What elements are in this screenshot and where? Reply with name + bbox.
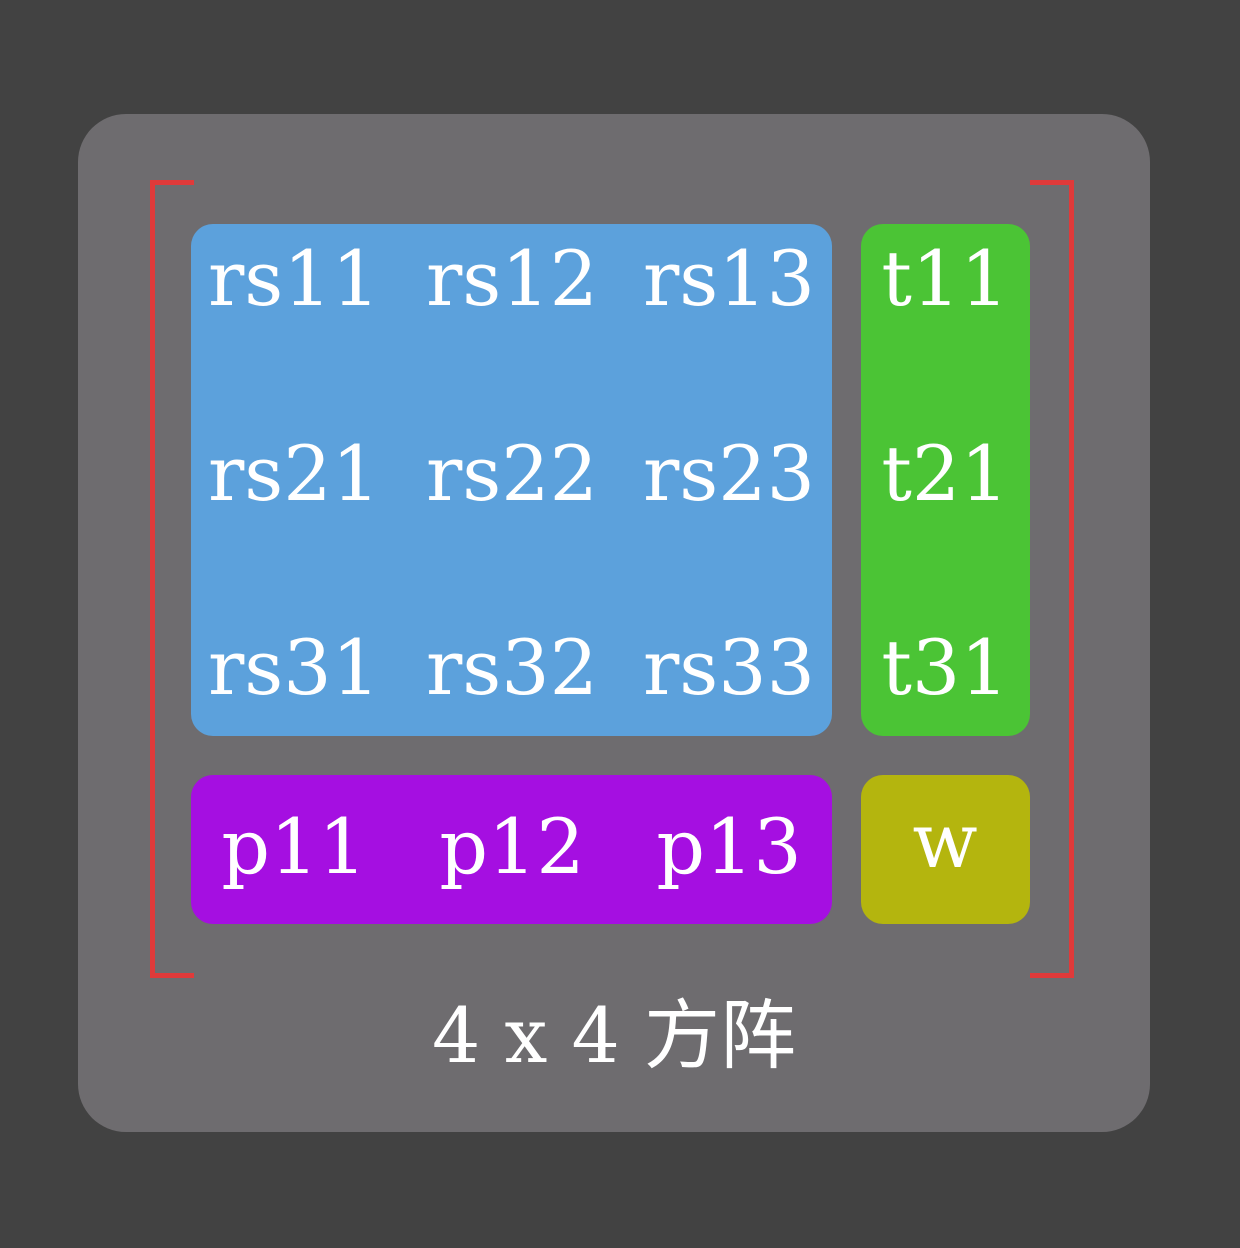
- matrix-cell-p13: p13: [656, 802, 802, 891]
- matrix-cell-rs13: rs13: [642, 234, 816, 323]
- matrix-cell-rs21: rs21: [207, 429, 381, 518]
- matrix-cell-t21: t21: [881, 429, 1009, 518]
- matrix-caption: 4 x 4 方阵: [431, 991, 797, 1080]
- matrix-cell-rs33: rs33: [642, 623, 816, 712]
- translation-block: t11 t21 t31: [861, 224, 1030, 736]
- rotation-scale-block: rs11 rs12 rs13 rs21 rs22 rs23 rs31 rs32 …: [191, 224, 832, 736]
- projection-block: p11 p12 p13: [191, 775, 832, 924]
- matrix-cell-t11: t11: [881, 234, 1009, 323]
- matrix-cell-rs12: rs12: [425, 234, 599, 323]
- left-bracket: [150, 180, 194, 978]
- matrix-cell-p12: p12: [439, 802, 585, 891]
- matrix-cell-t31: t31: [881, 623, 1009, 712]
- matrix-cell-rs23: rs23: [642, 429, 816, 518]
- matrix-cell-w: w: [912, 796, 978, 885]
- w-block: w: [861, 775, 1030, 924]
- matrix-cell-rs11: rs11: [207, 234, 381, 323]
- matrix-cell-rs31: rs31: [207, 623, 381, 712]
- matrix-cell-rs32: rs32: [425, 623, 599, 712]
- matrix-card: rs11 rs12 rs13 rs21 rs22 rs23 rs31 rs32 …: [78, 114, 1150, 1132]
- matrix-cell-p11: p11: [221, 802, 367, 891]
- right-bracket: [1030, 180, 1074, 978]
- matrix-cell-rs22: rs22: [425, 429, 599, 518]
